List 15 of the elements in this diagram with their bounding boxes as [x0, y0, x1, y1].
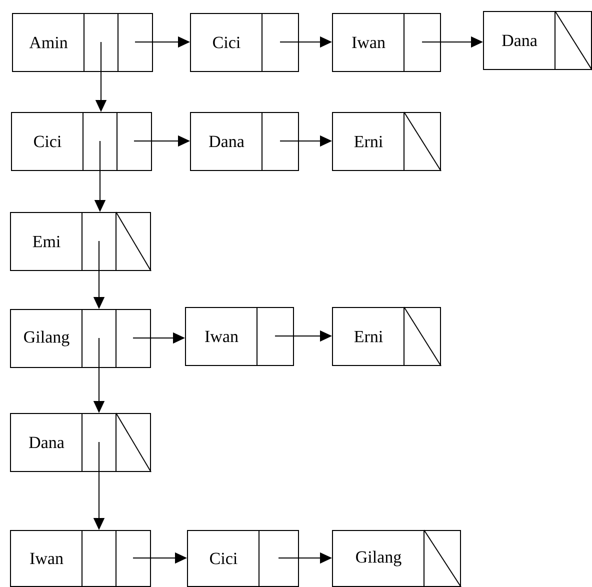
- list-node: Cici: [187, 530, 299, 587]
- list-node: Emi: [10, 212, 152, 272]
- list-node: Cici: [190, 12, 299, 72]
- list-node: Amin: [12, 12, 153, 72]
- list-node: Iwan: [10, 530, 151, 587]
- list-node: Iwan: [185, 306, 294, 366]
- list-node: Dana: [10, 412, 152, 472]
- list-node: Cici: [11, 112, 152, 172]
- list-node: Erni: [332, 306, 442, 366]
- list-node: Iwan: [332, 12, 441, 72]
- list-node: Erni: [332, 112, 442, 172]
- list-node: Gilang: [332, 530, 462, 587]
- list-node: Dana: [483, 10, 592, 70]
- list-node: Dana: [190, 112, 299, 172]
- list-node: Gilang: [10, 308, 151, 368]
